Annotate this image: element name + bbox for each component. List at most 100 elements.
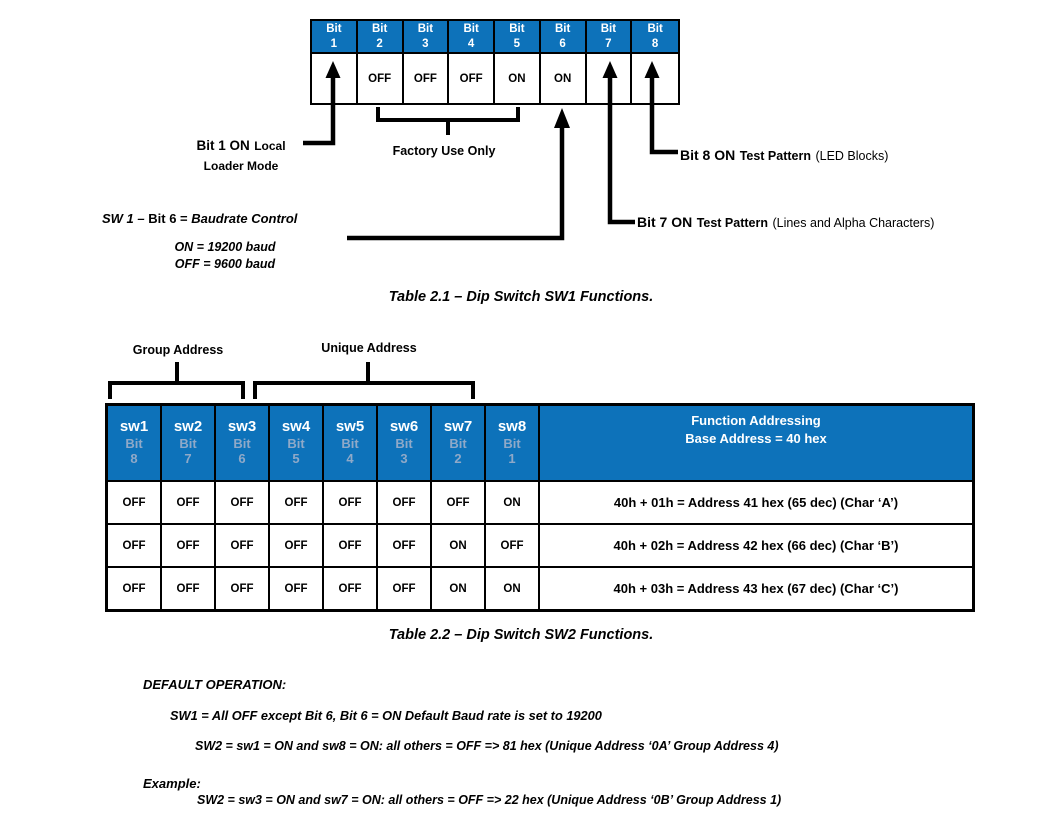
bit-word: Bit [647, 23, 663, 35]
default-operation-heading: DEFAULT OPERATION: [143, 677, 287, 692]
address-function-cell: 40h + 03h = Address 43 hex (67 dec) (Cha… [613, 581, 899, 596]
bit-number: 7 [605, 37, 612, 50]
bit-number: 1 [330, 37, 338, 50]
sw2-row-address-41: OFF OFF OFF OFF OFF OFF OFF ON 40h + 01h… [108, 482, 972, 525]
bit-label: Bit [125, 435, 143, 451]
baudrate-label-part: Baudrate Control [191, 211, 298, 226]
sw-label: sw3 [227, 418, 257, 435]
bit-word: Bit [509, 23, 525, 35]
baudrate-values: ON = 19200 baud OFF = 9600 baud [145, 239, 305, 273]
bit-word: Bit [417, 23, 434, 35]
bit-number: 4 [467, 37, 475, 50]
sw2-row-address-43: OFF OFF OFF OFF OFF OFF ON ON 40h + 03h … [108, 568, 972, 609]
example-heading: Example: [143, 776, 201, 791]
switch-state-cell: OFF [358, 54, 404, 103]
switch-state-cell: OFF [378, 525, 432, 566]
bit7-annotation: Bit 7 ON Test Pattern (Lines and Alpha C… [637, 214, 934, 232]
bit-label: Bit [395, 435, 413, 451]
switch-state-cell: OFF [162, 525, 216, 566]
bit-number: 6 [559, 37, 566, 50]
bit1-cell-with-arrow [312, 54, 358, 103]
sw-label: sw6 [389, 418, 419, 435]
function-addressing-header: Function Addressing Base Address = 40 he… [540, 406, 972, 480]
switch-state-cell: OFF [270, 525, 324, 566]
bit-label: Bit [287, 435, 305, 451]
switch-state-cell: OFF [162, 482, 216, 523]
sw1-value-row: OFF OFF OFF ON ON [312, 54, 678, 103]
bit7-annotation-paren: (Lines and Alpha Characters) [772, 216, 935, 230]
bit-label: Bit [503, 435, 521, 451]
switch-state-cell: ON [541, 54, 587, 103]
bit8-annotation-strong: Bit 8 ON [680, 147, 736, 163]
factory-use-bracket [376, 107, 520, 135]
bit-number: 1 [508, 451, 516, 467]
switch-state-cell: OFF [378, 568, 432, 609]
default-operation-sw2-line: SW2 = sw1 = ON and sw8 = ON: all others … [195, 739, 779, 753]
group-address-bracket [108, 362, 245, 399]
bit7-cell-with-arrow [587, 54, 633, 103]
switch-state-cell: OFF [216, 568, 270, 609]
sw-label: sw1 [119, 418, 149, 435]
sw-label: sw8 [497, 418, 527, 435]
switch-state-cell: OFF [270, 482, 324, 523]
sw-label: sw2 [173, 418, 203, 435]
switch-state-cell: OFF [449, 54, 495, 103]
bit8-annotation: Bit 8 ON Test Pattern (LED Blocks) [680, 147, 888, 165]
bit-number: 2 [454, 451, 462, 467]
switch-state-cell: OFF [108, 482, 162, 523]
bit1-annotation-rest: Local Loader Mode [203, 139, 286, 173]
sw-label: sw5 [335, 418, 365, 435]
bit-number: 5 [513, 37, 521, 50]
bit7-column-header: Bit 7 [586, 21, 633, 54]
bit-number: 5 [292, 451, 300, 467]
switch-state-cell: OFF [378, 482, 432, 523]
bit8-cell-with-arrow [632, 54, 678, 103]
bit-word: Bit [554, 23, 571, 35]
bit-label: Bit [179, 435, 197, 451]
group-address-label: Group Address [132, 343, 224, 357]
table1-caption: Table 2.1 – Dip Switch SW1 Functions. [388, 289, 654, 305]
bit-number: 8 [130, 451, 138, 467]
table2-caption: Table 2.2 – Dip Switch SW2 Functions. [388, 627, 654, 643]
bit6-column-header: Bit 6 [540, 21, 587, 54]
bit1-annotation-strong: Bit 1 ON [196, 138, 250, 153]
address-function-cell: 40h + 02h = Address 42 hex (66 dec) (Cha… [613, 538, 899, 553]
sw1-bit6-annotation: SW 1 – Bit 6 = Baudrate Control [102, 211, 297, 226]
baud-off-line: OFF = 9600 baud [174, 256, 276, 271]
switch-state-cell: OFF [324, 482, 378, 523]
bit-label: Bit [341, 435, 359, 451]
switch-state-cell: OFF [108, 525, 162, 566]
bit1-annotation: Bit 1 ON Local Loader Mode [181, 136, 301, 175]
switch-state-cell: OFF [486, 525, 540, 566]
switch-state-cell: ON [432, 525, 486, 566]
bit-number: 6 [238, 451, 246, 467]
factory-use-label: Factory Use Only [392, 144, 496, 158]
bit4-column-header: Bit 4 [449, 21, 495, 54]
bit-number: 7 [184, 451, 192, 467]
bit-word: Bit [371, 23, 388, 35]
bit-number: 4 [346, 451, 354, 467]
switch-state-cell: ON [486, 568, 540, 609]
switch-state-cell: OFF [108, 568, 162, 609]
bit-label: Bit [233, 435, 251, 451]
switch-state-cell: ON [495, 54, 541, 103]
sw-label: sw7 [443, 418, 473, 435]
bit-word: Bit [463, 23, 479, 35]
bit-word: Bit [600, 23, 617, 35]
switch-state-cell: ON [486, 482, 540, 523]
switch-state-cell: ON [432, 568, 486, 609]
sw-label: sw4 [281, 418, 311, 435]
default-operation-sw1-line: SW1 = All OFF except Bit 6, Bit 6 = ON D… [170, 708, 602, 723]
